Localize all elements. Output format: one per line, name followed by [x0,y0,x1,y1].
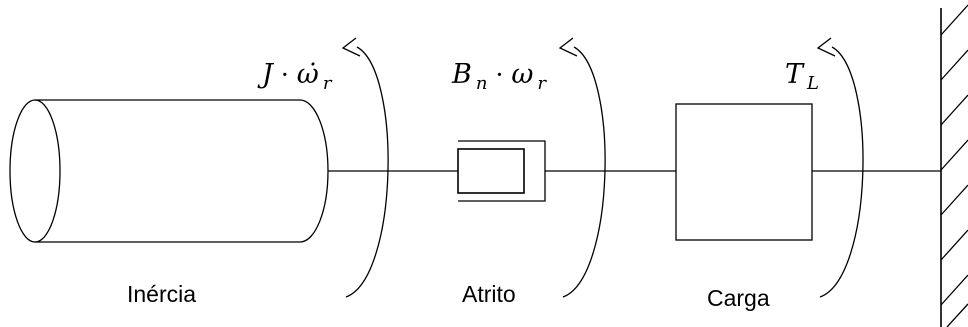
friction-coefficient-symbol: B [451,59,472,90]
inertia-label: Inércia [127,281,196,307]
damper-piston [457,148,525,194]
inertia-torque-expression: J · ω̇ r [257,59,333,94]
wall-hatch [946,303,968,327]
inertia-cylinder-back-edge [299,99,329,243]
inertia-torque-arc [345,46,389,298]
inertia-torque-arrowhead [341,37,361,57]
friction-torque-expression: B n · ω r [451,59,547,94]
load-torque-subscript: L [806,73,819,94]
load-torque-symbol: T [785,59,805,90]
friction-coefficient-subscript: n [476,73,488,94]
load-label: Carga [707,285,770,311]
inertia-cylinder [9,99,329,243]
rotor-subscript: r [323,73,333,94]
wall-hatch [940,184,968,216]
angular-velocity-symbol: ω [511,59,533,90]
damper-housing [458,140,546,202]
rotor-subscript: r [537,73,547,94]
wall-hatch [940,94,968,126]
wall-hatch [940,139,968,171]
wall-hatch [940,4,968,36]
friction-torque-arrow [558,37,606,298]
load-torque-arc [819,46,864,298]
load-block [675,103,813,241]
load-torque-arrowhead [816,37,836,57]
inertia-cylinder-front-face [9,99,61,243]
inertia-symbol: J [257,59,275,90]
fixed-wall [940,4,968,327]
friction-label: Atrito [462,281,516,307]
multiply-operator: · [281,60,289,89]
multiply-operator: · [495,60,503,89]
load-torque-expression: T L [785,59,819,94]
inertia-torque-arrow [341,37,389,298]
friction-torque-arrowhead [558,37,578,57]
friction-torque-arc [562,46,606,298]
angular-acceleration-symbol: ω̇ [297,59,319,90]
friction-damper [457,140,546,202]
wall-hatch [940,49,968,81]
wall-hatch [940,274,968,306]
wall-hatch [940,229,968,261]
load-torque-arrow [816,37,864,298]
